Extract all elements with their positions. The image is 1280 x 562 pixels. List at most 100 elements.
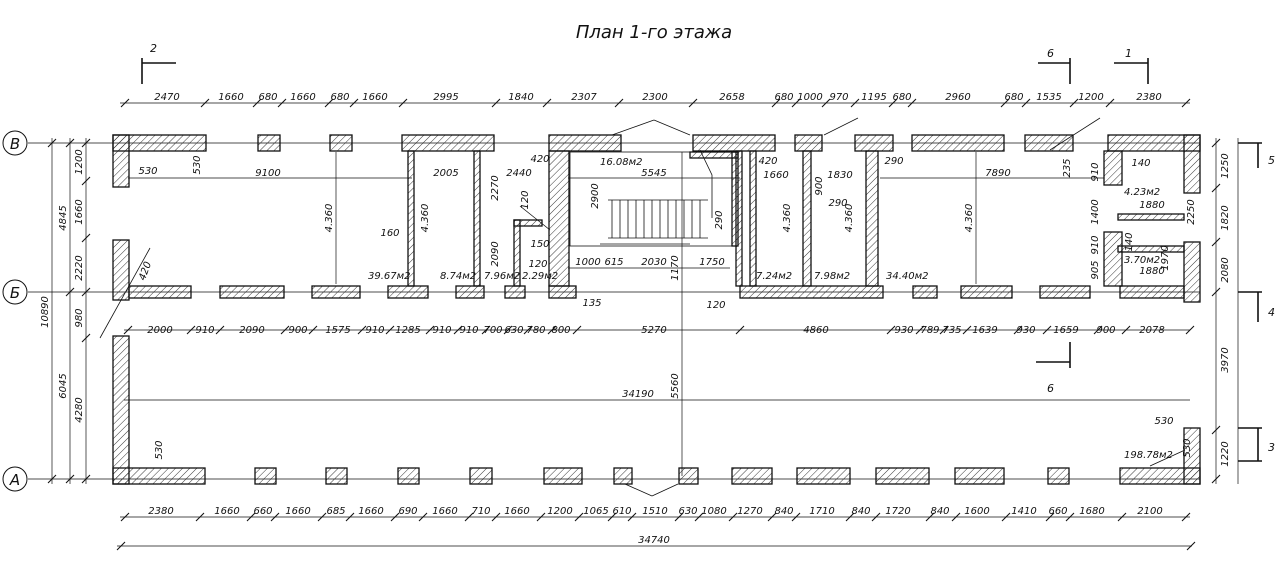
svg-text:2995: 2995 [433,92,458,103]
svg-text:1: 1 [1125,47,1132,60]
axis-marker-a: А [2,466,28,492]
svg-text:120: 120 [520,190,531,209]
room-area-11: 198.78м2 [1124,450,1173,461]
svg-text:2220: 2220 [74,255,85,280]
section-mark-6-bottom: 6 [1036,342,1071,395]
axis-marker-b: Б [2,279,28,305]
room-area-1: 39.67м2 [368,271,411,282]
svg-text:2658: 2658 [719,92,744,103]
svg-text:1575: 1575 [325,325,350,336]
left-dim-ticks [47,138,91,484]
svg-text:710: 710 [471,506,490,517]
svg-text:2270: 2270 [490,175,501,200]
svg-text:980: 980 [74,308,85,327]
svg-text:7890: 7890 [985,168,1010,179]
svg-text:2030: 2030 [641,257,666,268]
svg-text:910: 910 [365,325,384,336]
svg-text:1970: 1970 [1160,245,1171,270]
svg-text:1660: 1660 [362,92,387,103]
svg-text:1880: 1880 [1139,200,1164,211]
room-area-labels: 39.67м2 8.74м2 7.96м2 2.29м2 16.08м2 7.2… [368,157,1173,461]
corridor-dimension-values: 2000 910 2090 900 1575 910 1285 910 910 … [147,325,1164,400]
svg-text:905: 905 [1090,260,1101,279]
left-dimension-values: 10890 4845 6045 1200 1660 2220 980 4280 [40,149,85,422]
svg-text:910: 910 [459,325,478,336]
svg-text:5: 5 [1268,154,1275,167]
svg-text:235: 235 [1062,158,1073,177]
svg-text:4.360: 4.360 [844,204,855,233]
svg-text:9100: 9100 [255,168,280,179]
svg-text:680: 680 [258,92,277,103]
room-area-10: 3.70м2 [1124,255,1160,266]
svg-text:1680: 1680 [1079,506,1104,517]
svg-text:4280: 4280 [74,397,85,422]
svg-text:685: 685 [326,506,345,517]
svg-text:1710: 1710 [809,506,834,517]
svg-text:1600: 1600 [964,506,989,517]
svg-text:4860: 4860 [803,325,828,336]
svg-text:1660: 1660 [290,92,315,103]
svg-text:1639: 1639 [972,325,997,336]
room-area-7: 7.98м2 [814,271,850,282]
section-mark-1: 1 [1114,47,1149,84]
svg-text:680: 680 [892,92,911,103]
svg-text:2080: 2080 [1220,257,1231,282]
section-mark-2: 2 [141,42,176,84]
svg-text:530: 530 [192,155,203,174]
bottom-dimension-values: 2380 1660 660 1660 685 1660 690 1660 710… [148,506,1162,546]
room-area-6: 7.24м2 [756,271,792,282]
svg-text:135: 135 [582,298,601,309]
svg-text:3970: 3970 [1220,347,1231,372]
svg-text:700: 700 [483,325,502,336]
svg-text:910: 910 [1090,235,1101,254]
svg-text:4.360: 4.360 [782,204,793,233]
svg-text:530: 530 [1154,416,1173,427]
svg-text:1170: 1170 [670,255,681,280]
svg-text:1195: 1195 [861,92,886,103]
svg-text:120: 120 [706,300,725,311]
svg-text:150: 150 [530,239,549,250]
svg-text:930: 930 [894,325,913,336]
svg-text:2440: 2440 [506,168,531,179]
svg-text:1659: 1659 [1053,325,1078,336]
svg-text:5270: 5270 [641,325,666,336]
svg-text:1535: 1535 [1036,92,1061,103]
overall-length: 34740 [638,535,670,546]
room-area-8: 34.40м2 [886,271,929,282]
svg-text:680: 680 [774,92,793,103]
svg-text:2090: 2090 [239,325,264,336]
svg-text:1510: 1510 [642,506,667,517]
svg-text:610: 610 [612,506,631,517]
svg-text:1400: 1400 [1090,199,1101,224]
top-dim-ticks [120,98,1191,108]
leader-lines [99,117,1186,467]
svg-text:2470: 2470 [154,92,179,103]
svg-text:930: 930 [1016,325,1035,336]
interior-walls [128,150,1185,299]
svg-text:6: 6 [1047,382,1054,395]
svg-text:1840: 1840 [508,92,533,103]
svg-text:910: 910 [195,325,214,336]
svg-text:290: 290 [884,156,903,167]
corridor-dim-ticks [123,325,1195,335]
right-dimension-values: 1250 1820 2080 3970 1220 [1220,153,1231,466]
svg-text:120: 120 [528,259,547,270]
svg-text:1660: 1660 [218,92,243,103]
svg-text:1065: 1065 [583,506,608,517]
svg-text:160: 160 [380,228,399,239]
top-dimension-values: 2470 1660 680 1660 680 1660 2995 1840 23… [154,92,1161,103]
svg-text:1820: 1820 [1220,205,1231,230]
svg-text:680: 680 [1004,92,1023,103]
svg-text:Б: Б [10,284,20,302]
inner-dimension-values: 9100 4.360 4.360 2005 2270 2440 420 120 … [137,154,1197,460]
svg-text:2380: 2380 [1136,92,1161,103]
svg-text:680: 680 [330,92,349,103]
svg-text:2: 2 [150,42,157,55]
svg-text:2005: 2005 [433,168,458,179]
svg-text:1830: 1830 [827,170,852,181]
svg-text:5560: 5560 [670,373,681,398]
svg-text:1200: 1200 [74,149,85,174]
svg-text:630: 630 [678,506,697,517]
svg-text:690: 690 [398,506,417,517]
svg-text:780: 780 [526,325,545,336]
